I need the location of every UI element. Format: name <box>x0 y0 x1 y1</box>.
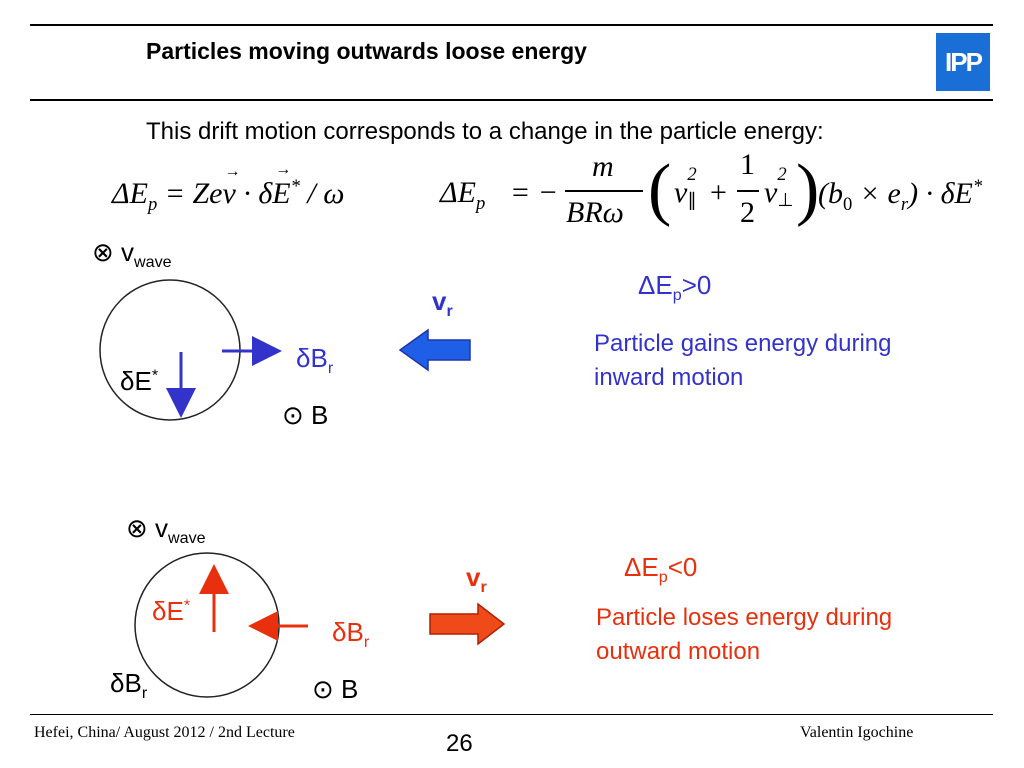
formula-num: m <box>592 150 614 183</box>
formula-right: ΔEp <box>440 176 486 214</box>
formula-left: ΔEp = Ze→v · δ→E* / ω <box>112 161 345 215</box>
top-vr-arrow-icon <box>398 328 471 372</box>
fraction-bar <box>565 190 643 192</box>
top-B-label: ⊙ B <box>282 400 329 430</box>
top-orbit-circle <box>99 279 241 421</box>
top-rule <box>30 24 993 26</box>
subtitle: This drift motion corresponds to a chang… <box>146 118 824 145</box>
slide-title: Particles moving outwards loose energy <box>146 38 587 64</box>
ipp-logo: IPP <box>936 33 990 91</box>
footer-rule <box>30 714 993 715</box>
top-dBr-label: δBr <box>296 343 334 378</box>
bottom-dEp-label: ΔEp<0 <box>624 552 698 587</box>
vector-arrow-icon: → <box>224 163 241 180</box>
header-rule <box>30 99 993 101</box>
right-paren-icon: ) <box>796 151 820 228</box>
odot-icon: ⊙ <box>312 674 334 704</box>
otimes-icon: ⊗ <box>92 237 114 267</box>
vector-arrow-icon: → <box>275 161 292 178</box>
formula-plus: + <box>710 176 727 209</box>
bottom-vr-arrow-icon <box>429 602 506 646</box>
formula-den: BRω <box>566 196 624 229</box>
top-vwave-label: ⊗ vwave <box>92 237 172 272</box>
formula-half-den: 2 <box>740 196 755 229</box>
bottom-vr-label: vr <box>466 562 487 597</box>
footer-right: Valentin Igochine <box>800 724 914 741</box>
bottom-B-label: ⊙ B <box>312 674 359 704</box>
otimes-icon: ⊗ <box>126 513 148 543</box>
top-description: Particle gains energy during inward moti… <box>594 330 892 391</box>
half-fraction-bar <box>737 190 759 192</box>
top-dE-label: δE* <box>120 366 159 396</box>
bottom-vwave-label: ⊗ vwave <box>126 513 206 548</box>
odot-icon: ⊙ <box>282 400 304 430</box>
formula-cross: (b0 × er) · δE* <box>818 176 983 215</box>
left-paren-icon: ( <box>648 151 672 228</box>
formula-eq: = − <box>510 176 558 209</box>
page-number: 26 <box>446 730 473 757</box>
footer-left: Hefei, China/ August 2012 / 2nd Lecture <box>34 724 295 741</box>
bottom-description: Particle loses energy during outward mot… <box>596 604 893 665</box>
bottom-dBr-label: δBr <box>332 617 370 652</box>
top-vr-label: vr <box>432 286 453 321</box>
bottom-dBr2-label: δBr <box>110 668 148 703</box>
formula-half-num: 1 <box>740 148 755 181</box>
top-dEp-label: ΔEp>0 <box>638 270 712 305</box>
bottom-dE-label: δE* <box>152 596 191 626</box>
